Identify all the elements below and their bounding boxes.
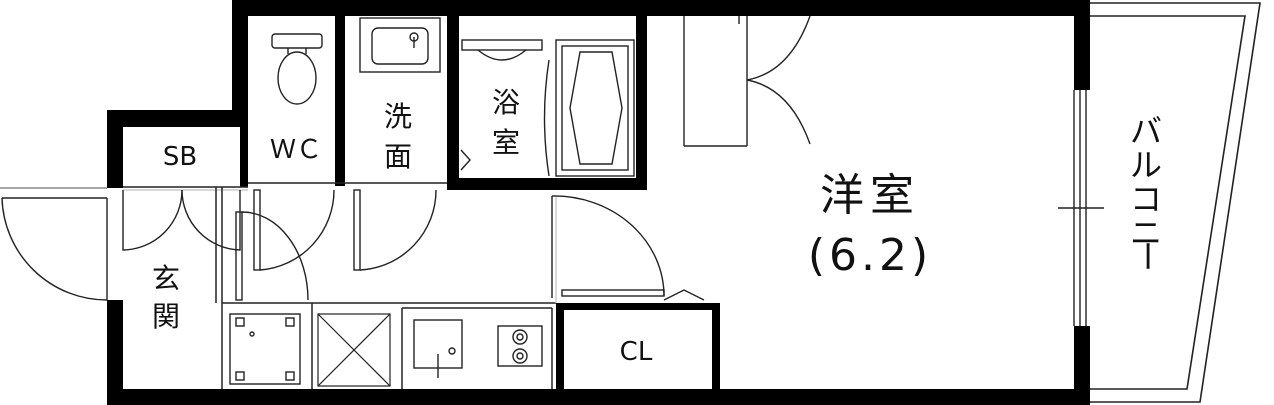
label-balcony-3: コ (1130, 180, 1162, 218)
thin-lines (0, 182, 557, 389)
label-yokushitsu-1: 浴 (492, 86, 520, 119)
label-genkan-1: 玄 (152, 262, 180, 295)
toilet (271, 33, 323, 105)
balcony-window (1058, 90, 1104, 326)
label-senmen-2: 面 (384, 140, 412, 173)
label-youshitsu-size: (6.2) (808, 230, 932, 281)
room-storage-doors (683, 15, 811, 147)
door-swings (122, 189, 705, 301)
refrigerator-space (229, 313, 301, 385)
kitchen-counter (413, 319, 543, 378)
label-sb: SB (163, 142, 197, 172)
outer-walls (107, 0, 1090, 405)
label-senmen-1: 洗 (384, 100, 412, 133)
label-balcony-2: ル (1130, 146, 1162, 184)
label-balcony-1: バ (1130, 112, 1162, 150)
balcony (1090, 2, 1261, 403)
label-cl: CL (620, 337, 653, 367)
entrance-door (1, 197, 108, 301)
label-balcony-5: ー (1128, 240, 1166, 272)
washbasin (359, 17, 441, 73)
label-yokushitsu-2: 室 (492, 126, 520, 159)
washing-machine-space (317, 313, 391, 387)
bathtub (460, 39, 635, 177)
label-genkan-2: 関 (152, 300, 180, 333)
label-youshitsu: 洋室 (820, 170, 920, 221)
label-balcony-4: ニ (1130, 214, 1162, 252)
label-wc: ＷＣ (270, 135, 322, 165)
